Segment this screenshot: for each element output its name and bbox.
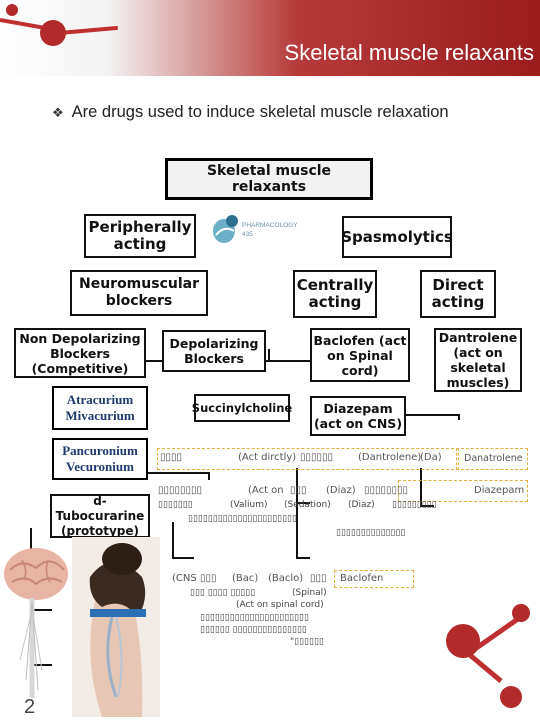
annotation-2-mid: (Diaz) <box>326 485 356 496</box>
annotation-garble-9: ▯▯▯▯▯▯▯▯▯▯▯▯▯▯ <box>336 528 406 538</box>
logo-text: PHARMACOLOGY 435 <box>242 222 298 238</box>
root-node: Skeletal muscle relaxants <box>165 158 373 200</box>
centrally-node: Centrally acting <box>293 270 377 318</box>
peripheral-node: Peripherally acting <box>84 214 196 258</box>
annotation-garble-4: ▯▯▯ <box>290 485 307 496</box>
annotation-2-left: (Act on <box>248 485 284 496</box>
d-tubocurarine-node: d-Tubocurarine (prototype) <box>50 494 150 538</box>
pancuronium-vecuronium-node: Pancuronium Vecuronium <box>52 438 148 480</box>
annotation-3-line3: (Act on spinal cord) <box>236 600 324 610</box>
bullet-text: Are drugs used to induce skeletal muscle… <box>71 103 449 121</box>
mivacurium-label: Mivacurium <box>65 408 135 423</box>
annotation-3-line2: (Spinal) <box>292 588 327 598</box>
annotation-garble-15: "▯▯▯▯▯▯ <box>290 637 324 647</box>
annotation-garble-7: ▯▯▯▯▯▯▯▯▯ <box>392 500 437 510</box>
brain-icon <box>4 548 68 698</box>
non-depolarizing-node: Non Depolarizing Blockers (Competitive) <box>14 328 146 378</box>
annotation-2-right: Diazepam <box>474 485 525 496</box>
annotation-3-mid2: (Baclo) <box>268 573 304 584</box>
annotation-garble-6: ▯▯▯▯▯▯▯ <box>158 500 193 510</box>
depolarizing-node: Depolarizing Blockers <box>162 330 266 372</box>
hair-icon <box>72 537 160 717</box>
diazepam-node: Diazepam (act on CNS) <box>310 396 406 436</box>
pharmacology-logo: PHARMACOLOGY 435 <box>210 213 306 247</box>
logo-icon <box>213 215 238 243</box>
dantrolene-node: Dantrolene (act on skeletal muscles) <box>434 328 522 392</box>
annotation-1-left: (Act dirctly) <box>238 452 297 463</box>
baclofen-node: Baclofen (act on Spinal cord) <box>310 328 410 382</box>
annotation-garble-12: ▯▯▯ ▯▯▯▯ ▯▯▯▯▯ <box>190 588 256 598</box>
nm-blockers-node: Neuromuscular blockers <box>70 270 208 316</box>
annotation-garble-1: ▯▯▯▯ <box>160 452 183 463</box>
annotation-garble-3: ▯▯▯▯▯▯▯▯ <box>158 485 203 496</box>
annotation-box-1b <box>456 448 528 470</box>
page-number: 2 <box>24 696 36 718</box>
annotation-1-right: (Da) <box>420 452 442 463</box>
succinylcholine-node: Succinylcholine <box>192 394 292 422</box>
annotation-1-mid: (Dantrolene) <box>358 452 422 463</box>
bullet-line: ❖ Are drugs used to induce skeletal muscl… <box>52 103 449 122</box>
pancuronium-label: Pancuronium <box>62 443 138 458</box>
annotation-2-line2b: (Sedation) <box>284 500 331 510</box>
annotation-garble-10: ▯▯▯ <box>200 573 217 584</box>
annotation-3-left: (CNS <box>172 573 197 584</box>
atracurium-mivacurium-node: Atracurium Mivacurium <box>52 386 148 430</box>
annotation-box-2 <box>398 480 528 502</box>
annotation-2-line2: (Valium) <box>230 500 268 510</box>
bullet-icon: ❖ <box>52 105 64 120</box>
slide-title: Skeletal muscle relaxants <box>284 40 534 65</box>
annotation-1-label: Danatrolene <box>464 453 523 464</box>
annotation-box-3 <box>334 570 414 588</box>
brain-spine-image <box>2 540 72 700</box>
direct-node: Direct acting <box>420 270 496 318</box>
spasmolytics-node: Spasmolytics <box>341 216 453 258</box>
vecuronium-label: Vecuronium <box>66 459 134 474</box>
annotation-3-mid: (Bac) <box>232 573 259 584</box>
annotation-garble-8: ▯▯▯▯▯▯▯▯▯▯▯▯▯▯▯▯▯▯▯▯▯▯ <box>188 514 297 524</box>
annotation-garble-13: ▯▯▯▯▯▯▯▯▯▯▯▯▯▯▯▯▯▯▯▯▯▯ <box>200 613 309 623</box>
atracurium-label: Atracurium <box>66 392 134 407</box>
title-bar <box>0 0 540 76</box>
hair-bun-image <box>72 537 160 717</box>
annotation-2-line2c: (Diaz) <box>348 500 375 510</box>
annotation-garble-11: ▯▯▯ <box>310 573 327 584</box>
annotation-3-right: Baclofen <box>340 573 384 584</box>
annotation-garble-5: ▯▯▯▯▯▯▯▯ <box>364 485 409 496</box>
annotation-garble-2: ▯▯▯▯▯▯ <box>300 452 334 463</box>
annotation-box-1 <box>157 448 459 470</box>
annotation-garble-14: ▯▯▯▯▯▯ ▯▯▯▯▯▯▯▯▯▯▯▯▯▯▯ <box>200 625 307 635</box>
